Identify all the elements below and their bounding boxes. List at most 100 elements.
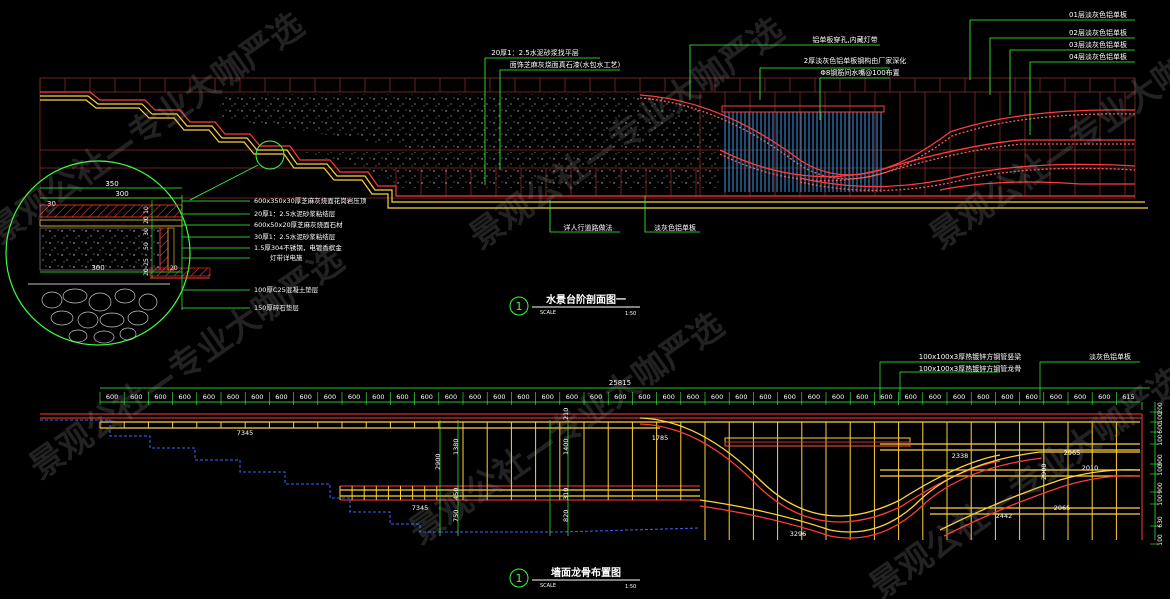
keel-segment-label: 600 xyxy=(638,393,650,401)
detail-vert-dim: 50 xyxy=(143,242,150,250)
keel-segment-label: 600 xyxy=(130,393,142,401)
keel-callout-beam: 100x100x3厚热镀锌方钢管竖梁 xyxy=(919,352,1021,361)
keel-dim-3296: 3296 xyxy=(790,530,807,538)
keel-right-dim: 100 xyxy=(1157,412,1164,424)
curved-keels xyxy=(639,417,1141,539)
callout-sidewalk: 详人行道路做法 xyxy=(564,223,613,232)
keel-segment-label: 600 xyxy=(299,393,311,401)
section-title: 水景台阶剖面图一 xyxy=(545,293,626,306)
keel-dim-2965: 2965 xyxy=(1064,449,1081,457)
keel-title-block: 1 墙面龙骨布置图 SCALE 1:50 xyxy=(509,566,640,590)
keel-right-dim: 900 xyxy=(1157,482,1164,494)
callout-gray-panel: 淡灰色铝单板 xyxy=(654,223,696,232)
keel-right-dim: 600 xyxy=(1157,422,1164,434)
keel-total-dim: 25815 xyxy=(609,379,631,387)
detail-vert-dim: 20 xyxy=(143,268,150,276)
section-view: 20厚1：2.5水泥砂浆找平层 面饰芝麻灰烧面真石漆(水包水工艺) 铝单板穿孔,… xyxy=(39,10,1148,317)
staircase xyxy=(40,91,1148,209)
detail-layer-lighting: 灯带详电施 xyxy=(270,253,303,262)
keel-segment-label: 600 xyxy=(953,393,965,401)
leader-lines xyxy=(484,19,1135,233)
keel-right-dim: 900 xyxy=(1157,454,1164,466)
keel-scale-label: SCALE xyxy=(540,583,556,589)
keel-dim-2900-b: 2900 xyxy=(1040,463,1048,480)
section-number: 1 xyxy=(516,300,523,313)
keel-segment-label: 600 xyxy=(517,393,529,401)
keel-segment-label: 600 xyxy=(1025,393,1037,401)
detail-vert-dim: 10 xyxy=(143,206,150,214)
keel-segment-label: 600 xyxy=(856,393,868,401)
detail-dim-30: 30 xyxy=(47,200,56,208)
keel-dim-2010: 2010 xyxy=(1082,464,1099,472)
keel-dim-820: 820 xyxy=(562,510,570,522)
keel-segment-label: 600 xyxy=(275,393,287,401)
keel-segment-label: 600 xyxy=(566,393,578,401)
keel-callout-panel: 淡灰色铝单板 xyxy=(1089,352,1131,361)
gravel-fill-upper xyxy=(220,94,720,148)
curved-panels xyxy=(639,94,1136,192)
keel-right-dim: 100 xyxy=(1157,494,1164,506)
keel-segment-label: 600 xyxy=(106,393,118,401)
keel-right-dim: 630 xyxy=(1157,516,1164,528)
keel-segment-label: 600 xyxy=(493,393,505,401)
keel-right-dim: 100 xyxy=(1157,434,1164,446)
detail-dim-350: 350 xyxy=(105,180,118,188)
keel-segment-label: 600 xyxy=(469,393,481,401)
keel-right-dim: 100 xyxy=(1157,464,1164,476)
keel-segment-label: 600 xyxy=(1074,393,1086,401)
detail-callout: 350 300 30 300 20 1 xyxy=(5,140,367,346)
keel-title: 墙面龙骨布置图 xyxy=(551,566,621,579)
keel-scale-value: 1:50 xyxy=(625,584,636,590)
keel-segment-label: 600 xyxy=(590,393,602,401)
detail-layer-mortar-2: 30厚1：2.5水泥砂浆粘结层 xyxy=(254,232,336,241)
keel-segment-label: 600 xyxy=(687,393,699,401)
keel-dim-1400: 1400 xyxy=(562,438,570,455)
callout-rebar-nozzle: Φ8钢筋间水嘴@100布置 xyxy=(820,68,899,77)
keel-segment-label: 600 xyxy=(711,393,723,401)
keel-segment-label: 600 xyxy=(759,393,771,401)
detail-layer-stainless: 1.5厚304不锈钢，电镀香槟金 xyxy=(254,243,342,252)
callout-layer-02: 02层淡灰色铝单板 xyxy=(1069,28,1127,37)
detail-layer-coping: 600x350x30厚芝麻灰烧面花岗岩压顶 xyxy=(254,196,367,205)
keel-dim-2442: 2442 xyxy=(996,512,1013,520)
keel-segment-label: 600 xyxy=(445,393,457,401)
keel-dim-210: 210 xyxy=(562,408,570,420)
stair-outline xyxy=(40,419,701,533)
gravel-fill-lower xyxy=(300,152,720,188)
section-scale-value: 1:50 xyxy=(625,311,636,317)
callout-layer-04: 04层淡灰色铝单板 xyxy=(1069,52,1127,61)
keel-segment-label: 600 xyxy=(880,393,892,401)
callout-leveling-layer: 20厚1：2.5水泥砂浆找平层 xyxy=(491,48,579,57)
detail-dim-300: 300 xyxy=(115,190,128,198)
keel-callout-keel: 100x100x3厚热镀锌方钢管龙骨 xyxy=(919,364,1021,373)
keel-segment-label: 600 xyxy=(977,393,989,401)
concrete-body xyxy=(39,227,161,271)
keel-segment-label: 600 xyxy=(662,393,674,401)
detail-layer-stone-face: 600x50x20厚芝麻灰烧面石材 xyxy=(254,220,343,229)
keel-segment-label: 600 xyxy=(832,393,844,401)
detail-vert-dim: 20 xyxy=(143,216,150,224)
keel-segment-label: 600 xyxy=(396,393,408,401)
callout-layer-03: 03层淡灰色铝单板 xyxy=(1069,40,1127,49)
keel-dim-310: 310 xyxy=(562,488,570,500)
callout-perforated-panel: 铝单板穿孔,内藏灯带 xyxy=(812,35,877,44)
section-title-block: 1 水景台阶剖面图一 SCALE 1:50 xyxy=(509,293,640,317)
keel-segment-label: 600 xyxy=(251,393,263,401)
detail-layer-concrete: 100厚C25混凝土垫层 xyxy=(254,285,319,294)
callout-aluminium-panel: 2厚淡灰色铝单板钢构由厂家深化 xyxy=(804,56,906,65)
keel-dim-7345-b: 7345 xyxy=(412,504,429,512)
keel-dim-2065: 2065 xyxy=(1054,504,1071,512)
keel-number: 1 xyxy=(516,572,523,585)
detail-layer-mortar-1: 20厚1：2.5水泥砂浆粘结层 xyxy=(254,209,336,218)
keel-segment-label: 600 xyxy=(227,393,239,401)
keel-dim-2338: 2338 xyxy=(952,452,969,460)
keel-segment-label: 600 xyxy=(904,393,916,401)
keel-segment-label: 600 xyxy=(735,393,747,401)
callout-layer-01: 01层淡灰色铝单板 xyxy=(1069,10,1127,19)
keel-segment-label: 600 xyxy=(808,393,820,401)
keel-segment-label: 600 xyxy=(929,393,941,401)
keel-dim-1785: 1785 xyxy=(652,434,669,442)
keel-dim-750: 750 xyxy=(452,510,460,522)
keel-segment-label: 600 xyxy=(541,393,553,401)
